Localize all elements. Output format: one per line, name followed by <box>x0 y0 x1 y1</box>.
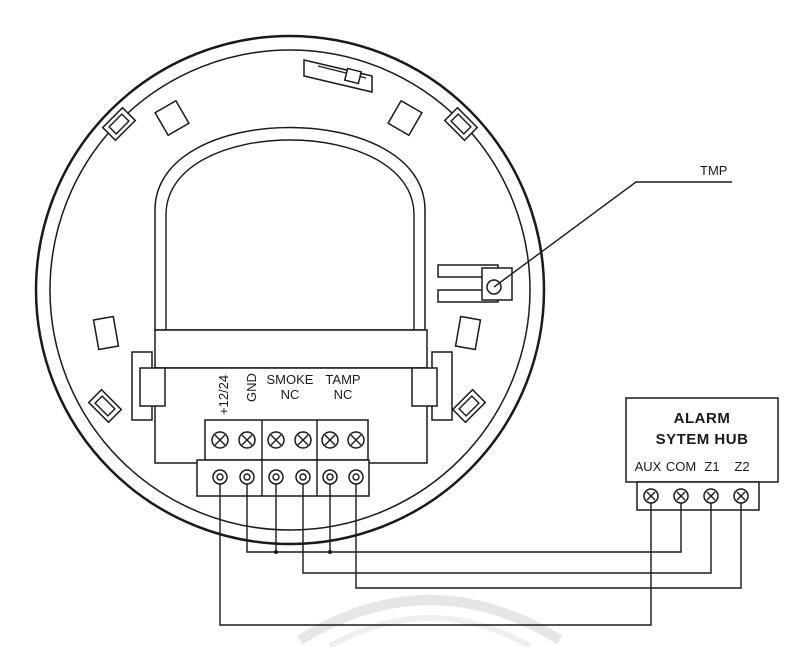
hub-terminal-aux: AUX <box>635 459 662 474</box>
outer-ring <box>34 34 546 546</box>
hub-title-line2: SYTEM HUB <box>656 431 749 448</box>
wire-power-aux <box>219 484 652 626</box>
wire-port-icon <box>268 469 284 485</box>
inner-ring <box>49 49 531 531</box>
ring-tabs <box>87 99 487 424</box>
screw-icon <box>238 431 256 449</box>
terminal-label-tamp: TAMP <box>325 372 360 387</box>
wire-port-row <box>212 469 364 485</box>
hub-box <box>625 397 779 483</box>
watermark-swoosh <box>297 595 563 647</box>
wire-junction <box>328 550 332 554</box>
terminal-label-gnd: GND <box>244 373 259 402</box>
hub-terminal-com: COM <box>666 459 696 474</box>
terminal-label-tamp-nc: NC <box>334 387 353 402</box>
terminal-labels: +12/24 GND SMOKE NC TAMP NC <box>216 372 361 415</box>
screw-icon <box>321 431 339 449</box>
screw-icon <box>733 488 749 504</box>
top-latch <box>303 59 373 93</box>
terminal-label-12-24: +12/24 <box>216 375 231 415</box>
terminal-label-smoke: SMOKE <box>267 372 314 387</box>
screw-icon <box>703 488 719 504</box>
screw-row <box>211 431 365 449</box>
wire-port-icon <box>239 469 255 485</box>
screw-icon <box>294 431 312 449</box>
wire-port-icon <box>295 469 311 485</box>
center-arch <box>154 126 426 331</box>
screw-icon <box>347 431 365 449</box>
screw-icon <box>211 431 229 449</box>
wire-tamp-z2 <box>355 484 742 589</box>
screw-icon <box>267 431 285 449</box>
tamper-switch: TMP <box>437 163 732 303</box>
detector-base <box>34 34 546 546</box>
wire-smoke-z1 <box>302 484 712 574</box>
terminal-block <box>196 419 370 497</box>
alarm-hub: ALARM SYTEM HUB AUX COM Z1 Z2 <box>625 397 779 511</box>
screw-icon <box>643 488 659 504</box>
wire-junction <box>274 550 278 554</box>
wire-gnd-com <box>246 484 682 553</box>
terminal-label-smoke-nc: NC <box>281 387 300 402</box>
wire-port-icon <box>348 469 364 485</box>
hub-title-line1: ALARM <box>674 410 731 427</box>
tmp-label: TMP <box>700 163 727 178</box>
wire-port-icon <box>212 469 228 485</box>
screw-icon <box>673 488 689 504</box>
wire-port-icon <box>322 469 338 485</box>
wiring <box>219 484 742 626</box>
hub-terminal-z2: Z2 <box>734 459 749 474</box>
tmp-callout-line <box>493 181 732 288</box>
hub-terminal-z1: Z1 <box>704 459 719 474</box>
